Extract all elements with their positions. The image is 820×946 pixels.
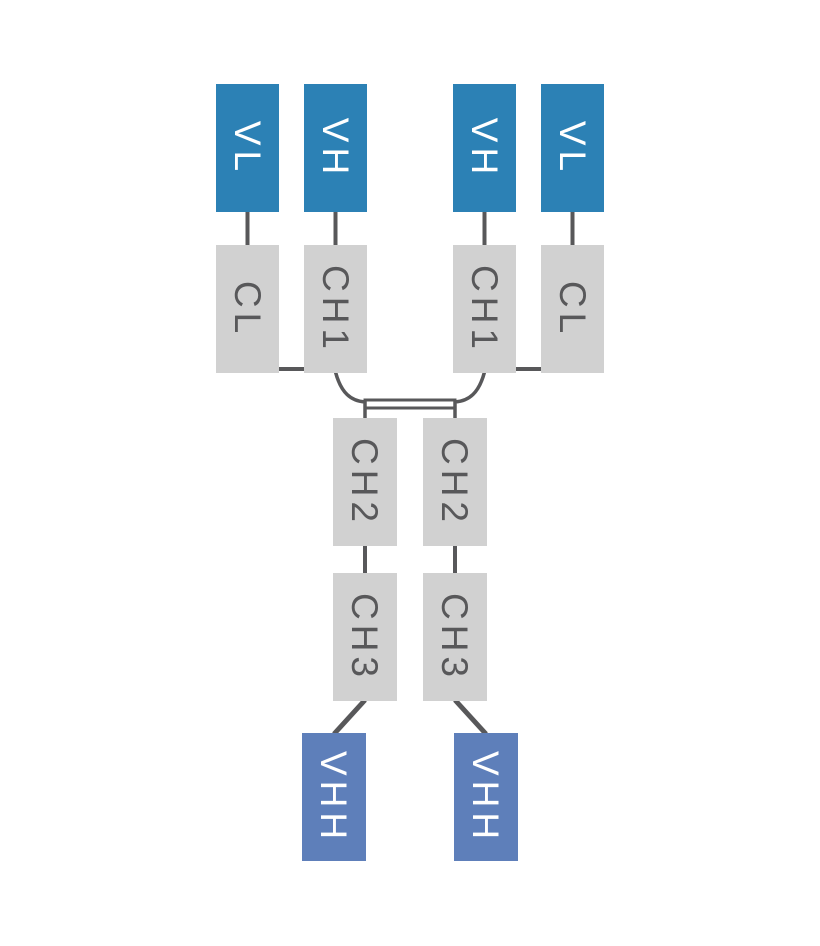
domain-label-ch2-right: CH2 [434,437,476,527]
connector-ch3-vhh-left [332,698,367,736]
domain-box-ch2-right: CH2 [423,418,487,546]
domain-box-vl-right: VL [541,84,604,212]
domain-label-vhh-right: VHH [465,750,507,844]
domain-box-ch3-right: CH3 [423,573,487,701]
domain-label-ch1-right: CH1 [464,264,505,354]
hinge-curve-left [333,371,367,419]
domain-label-ch1-left: CH1 [315,264,356,354]
domain-box-cl-right: CL [541,245,604,373]
domain-label-ch2-left: CH2 [344,437,386,527]
connector-ch3-vhh-right [453,698,488,736]
domain-box-cl-left: CL [216,245,279,373]
domain-box-vh-left: VH [304,84,367,212]
domain-label-vl-left: VL [226,120,268,176]
domain-box-vhh-left: VHH [302,733,366,861]
domain-label-ch3-right: CH3 [434,592,476,682]
hinge-curve-right [453,371,487,419]
domain-box-ch1-right: CH1 [453,245,516,373]
domain-box-ch2-left: CH2 [333,418,397,546]
domain-label-vh-right: VH [464,117,505,179]
domain-box-ch3-left: CH3 [333,573,397,701]
domain-box-vhh-right: VHH [454,733,518,861]
domain-box-vl-left: VL [216,84,279,212]
domain-label-cl-left: CL [227,280,268,338]
domain-label-vl-right: VL [551,120,593,176]
domain-label-ch3-left: CH3 [344,592,386,682]
domain-label-vhh-left: VHH [313,750,355,844]
domain-label-vh-left: VH [315,117,356,179]
domain-label-cl-right: CL [552,280,593,338]
domain-box-vh-right: VH [453,84,516,212]
domain-box-ch1-left: CH1 [304,245,367,373]
